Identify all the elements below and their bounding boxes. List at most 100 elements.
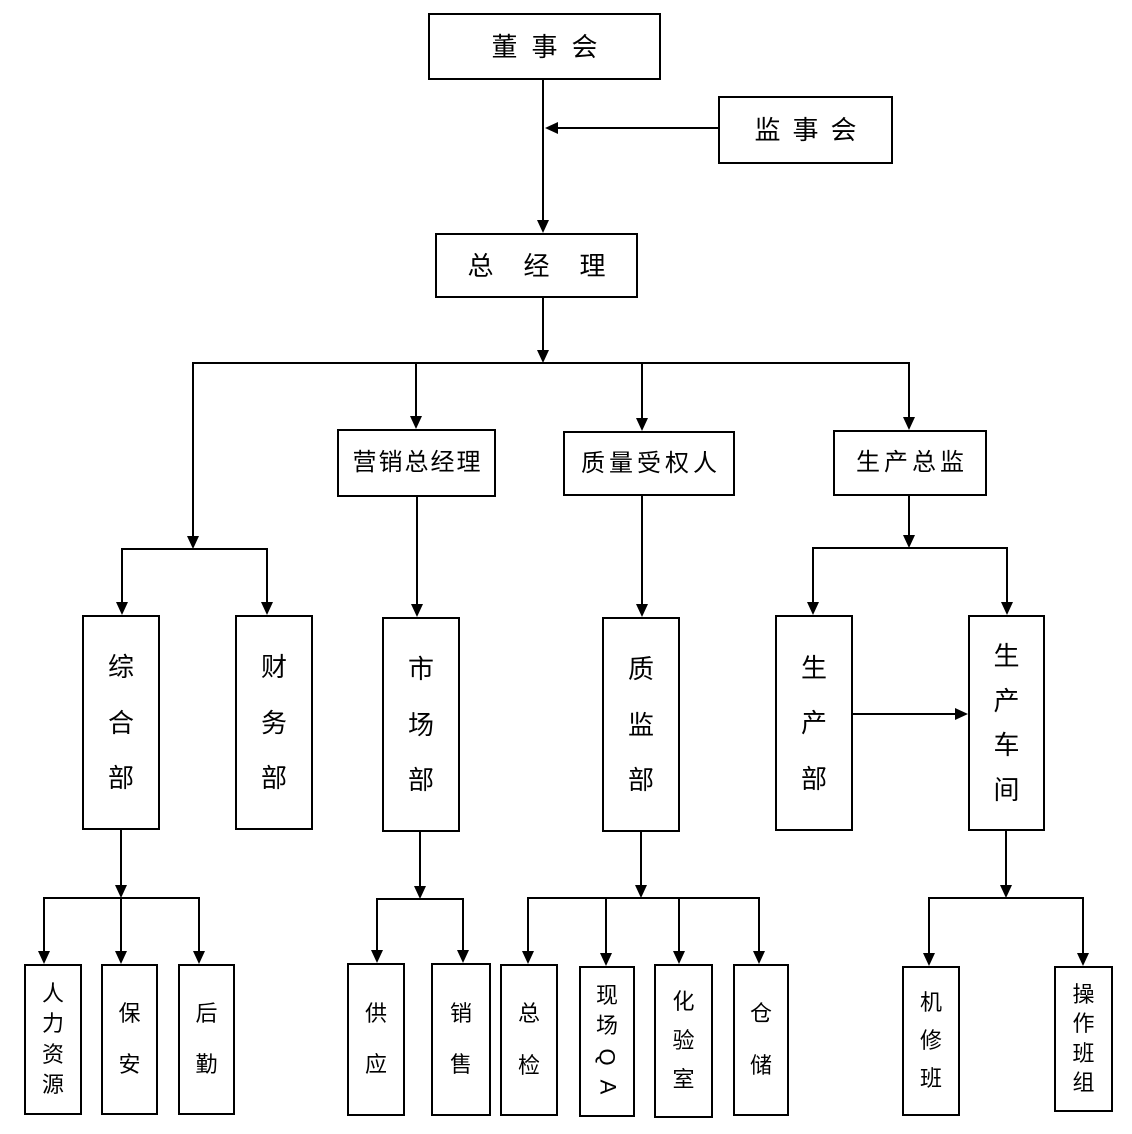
arrow-head-left <box>545 122 558 134</box>
connector-line <box>120 897 122 952</box>
connector-line <box>640 832 642 886</box>
org-node-char: 生 <box>993 641 1020 672</box>
org-node-char: 仓 <box>749 1001 772 1027</box>
org-node-char: 检 <box>517 1052 540 1078</box>
org-node-char: 班 <box>1072 1040 1095 1066</box>
arrow-head-down <box>600 953 612 966</box>
org-node-quality-authorized-person: 质量受权人 <box>563 431 735 496</box>
org-node-char: Q <box>595 1048 620 1066</box>
connector-line <box>928 897 930 954</box>
org-node-char: 保 <box>118 1001 141 1026</box>
org-node-logistics: 后勤 <box>178 964 235 1115</box>
org-node-char: 部 <box>260 762 287 793</box>
connector-line <box>198 897 200 952</box>
arrow-head-down <box>411 604 423 617</box>
org-node-board: 董事会 <box>428 13 661 80</box>
connector-line <box>641 496 643 605</box>
org-node-char: 资 <box>41 1041 64 1067</box>
org-node-char: 班 <box>919 1066 942 1091</box>
org-node-char: 间 <box>993 774 1020 805</box>
org-node-char: 后 <box>195 1001 218 1026</box>
org-node-char: 场 <box>595 1013 618 1039</box>
org-node-char: 生 <box>800 652 827 683</box>
org-node-char: 总 <box>517 1001 540 1027</box>
connector-line <box>122 548 268 550</box>
org-node-label: 监事会 <box>754 115 869 145</box>
org-node-char: 财 <box>260 652 287 683</box>
connector-line <box>120 830 122 886</box>
org-node-char: 质 <box>627 654 654 685</box>
org-node-marketing-gm: 营销总经理 <box>337 429 496 497</box>
org-node-char: 产 <box>800 708 827 738</box>
connector-line <box>121 548 123 603</box>
org-node-char: 勤 <box>195 1052 218 1077</box>
arrow-head-down <box>923 953 935 966</box>
arrow-head-down <box>414 886 426 899</box>
connector-line <box>812 547 814 603</box>
org-node-char: 机 <box>919 990 942 1015</box>
connector-line <box>542 80 544 222</box>
org-node-general-dept: 综合部 <box>82 615 160 830</box>
org-node-quality-supervision-dept: 质监部 <box>602 617 680 832</box>
org-node-char: 市 <box>407 654 434 685</box>
org-node-char: 验 <box>672 1028 695 1053</box>
org-node-char: 现 <box>595 982 618 1008</box>
org-node-char: 监 <box>627 709 654 740</box>
connector-line <box>419 832 421 887</box>
org-node-laboratory: 化验室 <box>654 964 713 1118</box>
org-node-char: 安 <box>118 1052 141 1077</box>
connector-line <box>853 713 955 715</box>
arrow-head-down <box>636 604 648 617</box>
connector-line <box>528 897 760 899</box>
org-node-production-dept: 生产部 <box>775 615 853 831</box>
connector-line <box>641 362 643 419</box>
connector-line <box>43 897 45 952</box>
connector-line <box>377 898 464 900</box>
org-node-machine-repair-team: 机修班 <box>902 966 960 1116</box>
connector-line <box>908 496 910 536</box>
connector-line <box>527 897 529 952</box>
arrow-head-down <box>193 951 205 964</box>
org-node-char: 室 <box>672 1067 695 1092</box>
org-node-char: 部 <box>107 762 134 793</box>
connector-line <box>1082 897 1084 954</box>
connector-line <box>376 898 378 951</box>
arrow-head-down <box>457 950 469 963</box>
arrow-head-down <box>1001 602 1013 615</box>
org-node-warehouse: 仓储 <box>733 964 789 1116</box>
arrow-head-right <box>955 708 968 720</box>
connector-line <box>813 547 1008 549</box>
arrow-head-down <box>38 951 50 964</box>
org-node-char: 力 <box>41 1011 64 1037</box>
connector-line <box>542 298 544 351</box>
org-node-char: 部 <box>627 764 654 795</box>
connector-line <box>462 898 464 951</box>
org-node-market-dept: 市场部 <box>382 617 460 832</box>
connector-line <box>558 127 718 129</box>
org-node-production-workshop: 生产车间 <box>968 615 1045 831</box>
arrow-head-down <box>261 602 273 615</box>
arrow-head-down <box>371 950 383 963</box>
connector-line <box>908 362 910 418</box>
arrow-head-down <box>537 220 549 233</box>
arrow-head-down <box>115 951 127 964</box>
org-node-finance-dept: 财务部 <box>235 615 313 830</box>
org-node-char: 修 <box>919 1028 942 1053</box>
org-node-char: 综 <box>107 652 134 683</box>
org-node-char: 人 <box>41 980 64 1006</box>
connector-line <box>416 497 418 605</box>
org-node-supply: 供应 <box>347 963 405 1116</box>
arrow-head-down <box>537 350 549 363</box>
connector-line <box>758 897 760 952</box>
org-node-char: 合 <box>107 707 134 738</box>
org-node-label: 营销总经理 <box>352 449 483 476</box>
org-node-char: 操 <box>1072 981 1095 1007</box>
org-node-char: 部 <box>800 763 827 794</box>
org-node-char: 应 <box>364 1052 387 1078</box>
arrow-head-down <box>1000 885 1012 898</box>
arrow-head-down <box>636 418 648 431</box>
org-node-char: 产 <box>993 685 1020 716</box>
org-node-char: 源 <box>41 1072 64 1098</box>
org-node-char: 售 <box>449 1052 472 1078</box>
